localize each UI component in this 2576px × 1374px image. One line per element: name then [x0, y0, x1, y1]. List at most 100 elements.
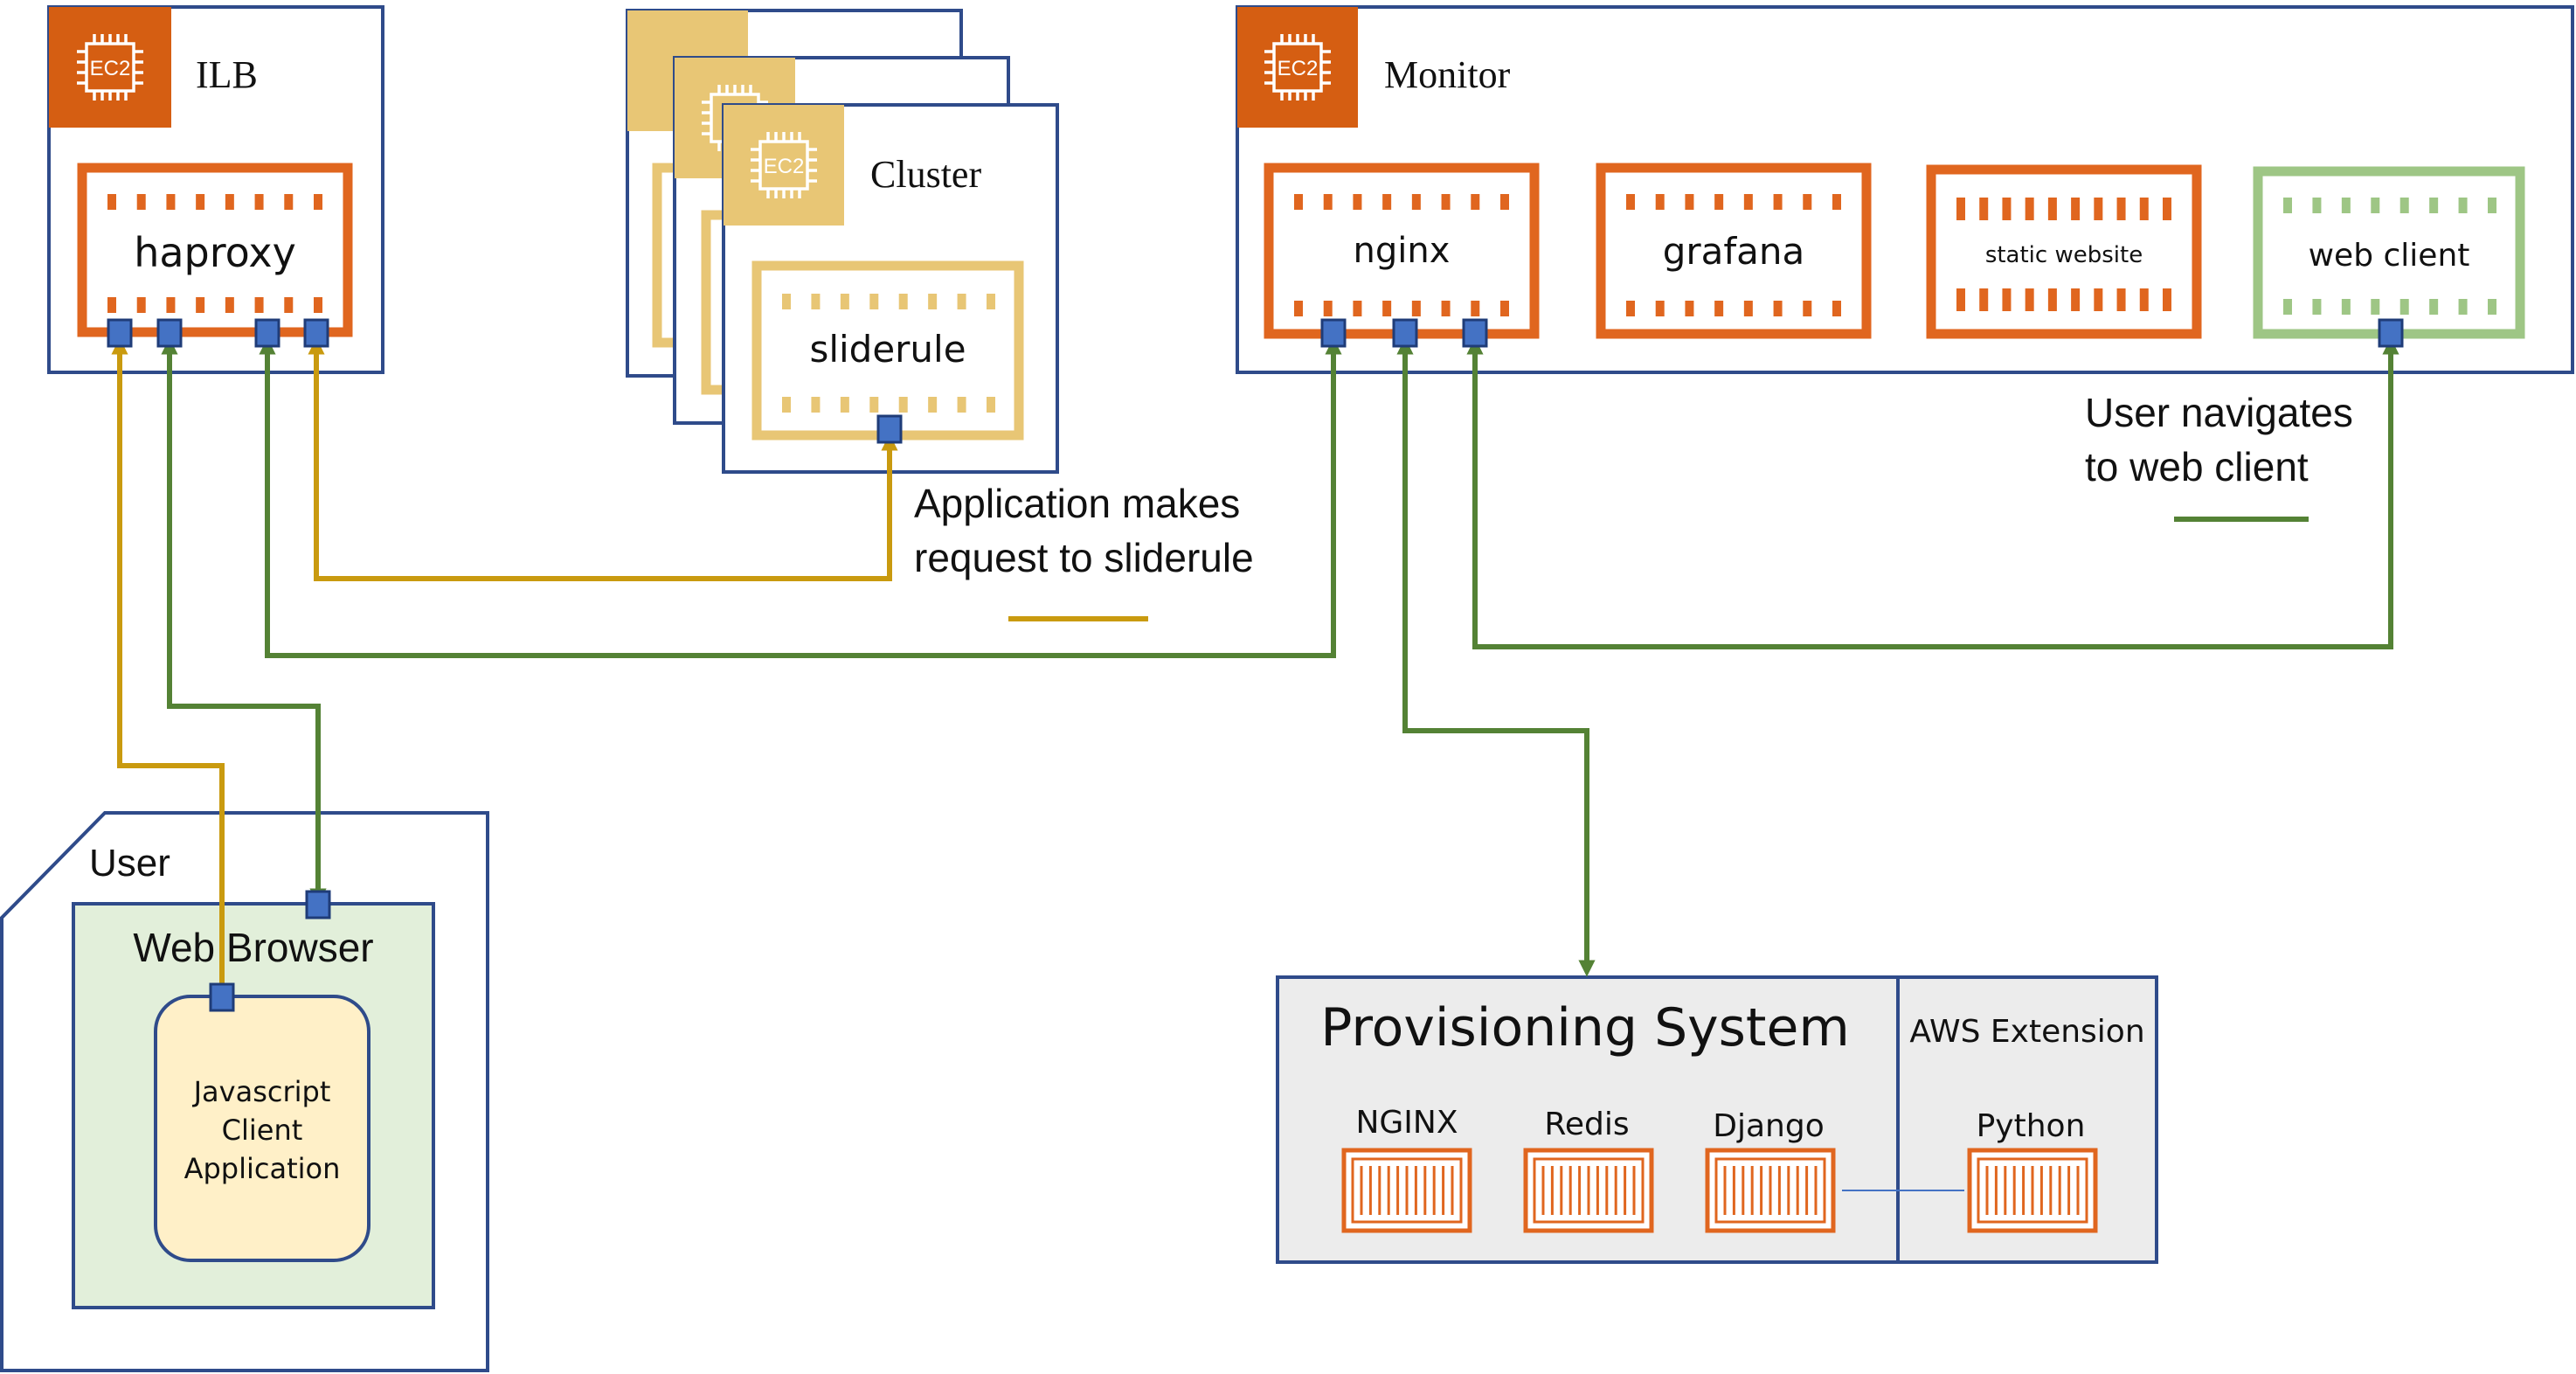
grafana-ports-bottom — [1626, 301, 1841, 316]
port-dash — [1714, 301, 1724, 316]
port-dash — [2025, 198, 2034, 220]
port-dash — [840, 397, 849, 413]
nginx-ports-bottom — [1294, 301, 1509, 316]
grafana-ports-top — [1626, 194, 1841, 210]
container-inner — [1714, 1157, 1826, 1224]
redis-component-label: Redis — [1544, 1107, 1629, 1142]
port-dash — [2458, 299, 2468, 315]
port-dash — [2047, 288, 2057, 311]
port-dash — [1323, 301, 1333, 316]
port-dash — [314, 194, 322, 210]
port-dash — [1411, 194, 1421, 210]
port-dash — [2139, 288, 2149, 311]
port-dash — [2094, 288, 2103, 311]
port-dash — [284, 194, 294, 210]
aws-extension-title: AWS Extension — [1909, 1014, 2144, 1050]
ilb-instance: EC2 ILB haproxy — [47, 5, 384, 374]
client-app-box — [154, 995, 370, 1262]
port-dash — [1411, 301, 1421, 316]
port-dash — [2458, 198, 2468, 213]
connections — [111, 337, 2399, 1002]
port-dash — [1714, 194, 1724, 210]
port-dash — [1441, 301, 1451, 316]
port-dash — [254, 297, 264, 313]
nginx-box — [1264, 163, 1540, 339]
haproxy-port-1 — [107, 318, 133, 348]
web-browser-port — [305, 890, 331, 919]
web-client-ports-top — [2283, 198, 2496, 213]
port-dash — [2312, 198, 2322, 213]
port-dash — [898, 294, 908, 309]
sliderule-note: Application makes request to sliderule — [914, 481, 1254, 621]
webclient-note-line-1: User navigates — [2085, 390, 2353, 435]
haproxy-label: haproxy — [134, 229, 296, 276]
port-dash — [2429, 299, 2439, 315]
container-inner — [1533, 1157, 1645, 1224]
port-dash — [2047, 198, 2057, 220]
port-dash — [1441, 194, 1451, 210]
port-dash — [2341, 299, 2351, 315]
port-dash — [1626, 301, 1635, 316]
grafana-label: grafana — [1663, 230, 1805, 273]
static-website-label: static website — [1985, 242, 2143, 268]
port-dash — [840, 294, 849, 309]
provisioning-system: Provisioning System NGINX Redis Django A… — [1276, 975, 2158, 1264]
nginx-label: nginx — [1354, 231, 1451, 271]
haproxy-port-3 — [254, 318, 280, 348]
port-dash — [928, 294, 938, 309]
port-dash — [957, 294, 966, 309]
port-dash — [2071, 288, 2081, 311]
port-dash — [1803, 194, 1812, 210]
port-dash — [2163, 198, 2171, 220]
sliderule-port — [876, 414, 903, 444]
ilb-title: ILB — [196, 53, 258, 96]
port-dash — [136, 194, 146, 210]
static-website-service: static website — [1926, 164, 2202, 339]
port-dash — [2094, 198, 2103, 220]
port-dash — [2002, 288, 2012, 311]
port-dash — [2429, 198, 2439, 213]
web-browser-label: Web Browser — [133, 925, 373, 970]
port-dash — [898, 397, 908, 413]
port-dash — [869, 294, 879, 309]
port-dash — [2283, 198, 2292, 213]
port-dash — [284, 297, 294, 313]
redis-container-icon — [1523, 1148, 1654, 1233]
sliderule-label: sliderule — [809, 328, 966, 371]
ilb-ec2-label: EC2 — [90, 57, 131, 80]
port-dash — [2341, 198, 2351, 213]
web-client-port — [2378, 318, 2404, 348]
port-dash — [166, 194, 176, 210]
python-container-icon — [1967, 1148, 2098, 1233]
port-dash — [1803, 301, 1812, 316]
port-dash — [2488, 299, 2496, 315]
port-dash — [2399, 198, 2409, 213]
port-dash — [1979, 198, 1989, 220]
port-dash — [1382, 194, 1392, 210]
port-dash — [2071, 198, 2081, 220]
nginx-ports-top — [1294, 194, 1509, 210]
port-dash — [1500, 194, 1509, 210]
nginx-port-3 — [1462, 318, 1488, 348]
client-app-line-1: Javascript — [192, 1075, 331, 1108]
port-dash — [1979, 288, 1989, 311]
port-dash — [1773, 301, 1783, 316]
port-dash — [2025, 288, 2034, 311]
provisioning-title: Provisioning System — [1320, 997, 1850, 1058]
sliderule-service: sliderule — [751, 260, 1024, 441]
port-dash — [1382, 301, 1392, 316]
port-dash — [1743, 194, 1753, 210]
webclient-note: User navigates to web client — [2085, 390, 2353, 522]
port-dash — [254, 194, 264, 210]
nginx-component-label: NGINX — [1355, 1105, 1458, 1141]
port-dash — [1471, 301, 1480, 316]
port-dash — [1500, 301, 1509, 316]
port-dash — [2283, 299, 2292, 315]
port-dash — [869, 397, 879, 413]
static-website-ports-top — [1956, 198, 2171, 220]
python-component-label: Python — [1977, 1108, 2086, 1144]
port-dash — [1294, 301, 1303, 316]
port-dash — [957, 397, 966, 413]
port-dash — [928, 397, 938, 413]
